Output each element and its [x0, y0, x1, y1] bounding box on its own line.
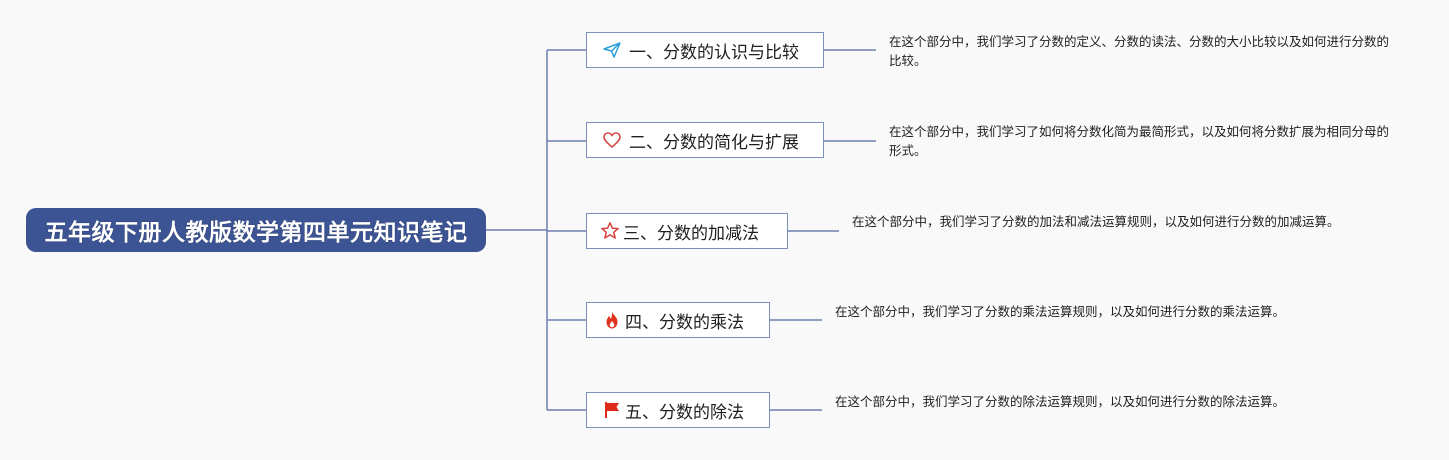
- heart-icon: [601, 129, 623, 151]
- branch-note-2: 在这个部分中，我们学习了如何将分数化简为最简形式，以及如何将分数扩展为相同分母的…: [889, 124, 1390, 158]
- branch-label-1: 一、分数的认识与比较: [629, 42, 799, 63]
- fire-icon: [601, 309, 623, 331]
- branch-topic-5[interactable]: 五、分数的除法: [586, 392, 770, 428]
- branch-topic-4[interactable]: 四、分数的乘法: [586, 302, 770, 338]
- flag-icon: [601, 399, 623, 421]
- branch-note-1: 在这个部分中，我们学习了分数的定义、分数的读法、分数的大小比较以及如何进行分数的…: [889, 34, 1390, 68]
- star-icon: [599, 220, 621, 242]
- branch-topic-2[interactable]: 二、分数的简化与扩展: [586, 122, 824, 158]
- branch-note-3: 在这个部分中，我们学习了分数的加法和减法运算规则，以及如何进行分数的加减运算。: [852, 214, 1340, 229]
- root-topic[interactable]: 五年级下册人教版数学第四单元知识笔记: [26, 208, 486, 252]
- branch-label-3: 三、分数的加减法: [623, 223, 759, 244]
- branch-label-4: 四、分数的乘法: [625, 312, 744, 333]
- branch-topic-3[interactable]: 三、分数的加减法: [586, 213, 788, 249]
- branch-label-5: 五、分数的除法: [625, 402, 744, 423]
- branch-note-5: 在这个部分中，我们学习了分数的除法运算规则，以及如何进行分数的除法运算。: [835, 394, 1286, 409]
- branch-topic-1[interactable]: 一、分数的认识与比较: [586, 32, 824, 68]
- root-title: 五年级下册人教版数学第四单元知识笔记: [44, 220, 468, 246]
- branch-label-2: 二、分数的简化与扩展: [629, 132, 799, 153]
- paper-plane-icon: [601, 39, 623, 61]
- branch-note-4: 在这个部分中，我们学习了分数的乘法运算规则，以及如何进行分数的乘法运算。: [835, 304, 1286, 319]
